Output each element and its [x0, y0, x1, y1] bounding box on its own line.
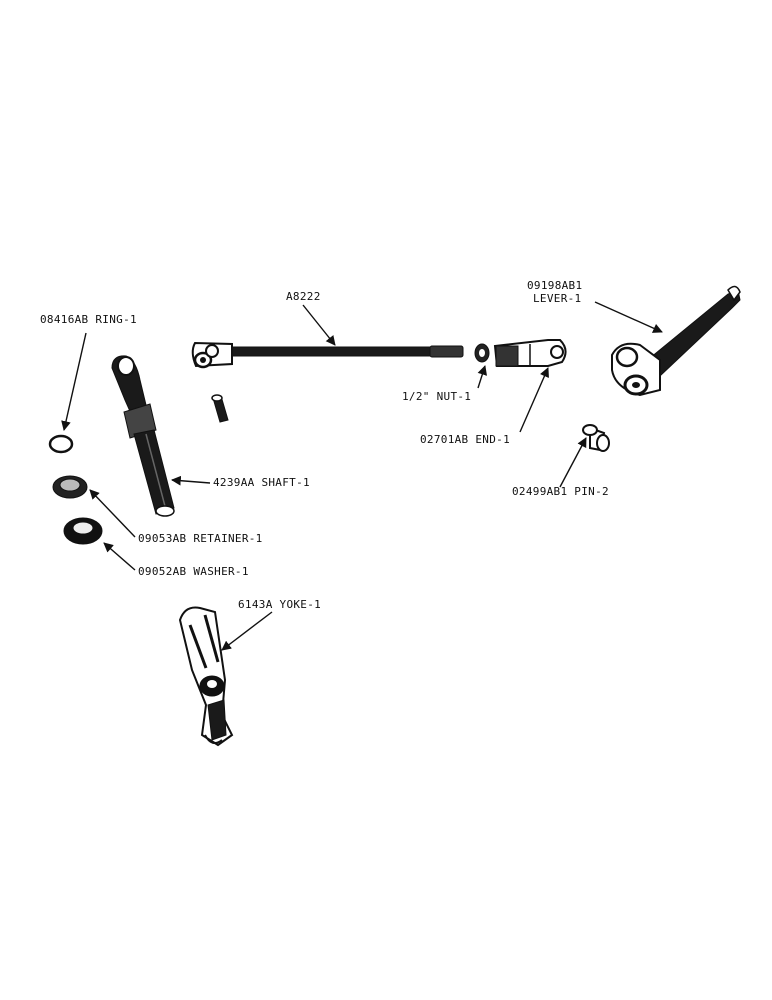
yoke-part	[178, 606, 234, 747]
label-rod: A8222	[286, 290, 321, 303]
leader-yoke	[221, 611, 273, 651]
label-lever-name: LEVER-1	[533, 292, 582, 305]
leader-ring	[61, 332, 87, 431]
rod-a8222	[191, 341, 464, 369]
nut-part	[474, 343, 490, 363]
retainer-part	[52, 475, 88, 499]
end-part	[493, 339, 567, 367]
leader-retainer	[89, 489, 136, 538]
leader-nut	[477, 365, 487, 389]
leader-washer	[103, 542, 136, 571]
leader-pin	[559, 437, 587, 488]
ring-part	[48, 434, 74, 454]
leader-rod	[302, 304, 336, 346]
label-retainer: 09053AB RETAINER-1	[138, 532, 263, 545]
shaft-part	[111, 355, 175, 517]
leader-shaft	[171, 475, 211, 486]
label-end: 02701AB END-1	[420, 433, 510, 446]
small-pin	[211, 394, 229, 423]
label-yoke: 6143A YOKE-1	[238, 598, 322, 611]
leader-lines	[61, 301, 663, 651]
label-pin: 02499AB1 PIN-2	[512, 485, 609, 498]
label-shaft: 4239AA SHAFT-1	[213, 476, 310, 489]
washer-part	[63, 517, 103, 545]
label-lever-part-number: 09198AB1	[527, 279, 583, 292]
label-washer: 09052AB WASHER-1	[138, 565, 249, 578]
leader-end	[519, 367, 549, 433]
label-ring: 08416AB RING-1	[40, 313, 137, 326]
lever-part	[611, 285, 741, 397]
pin-part	[582, 424, 610, 452]
leader-lever	[594, 301, 663, 333]
label-nut: 1/2" NUT-1	[402, 390, 472, 403]
